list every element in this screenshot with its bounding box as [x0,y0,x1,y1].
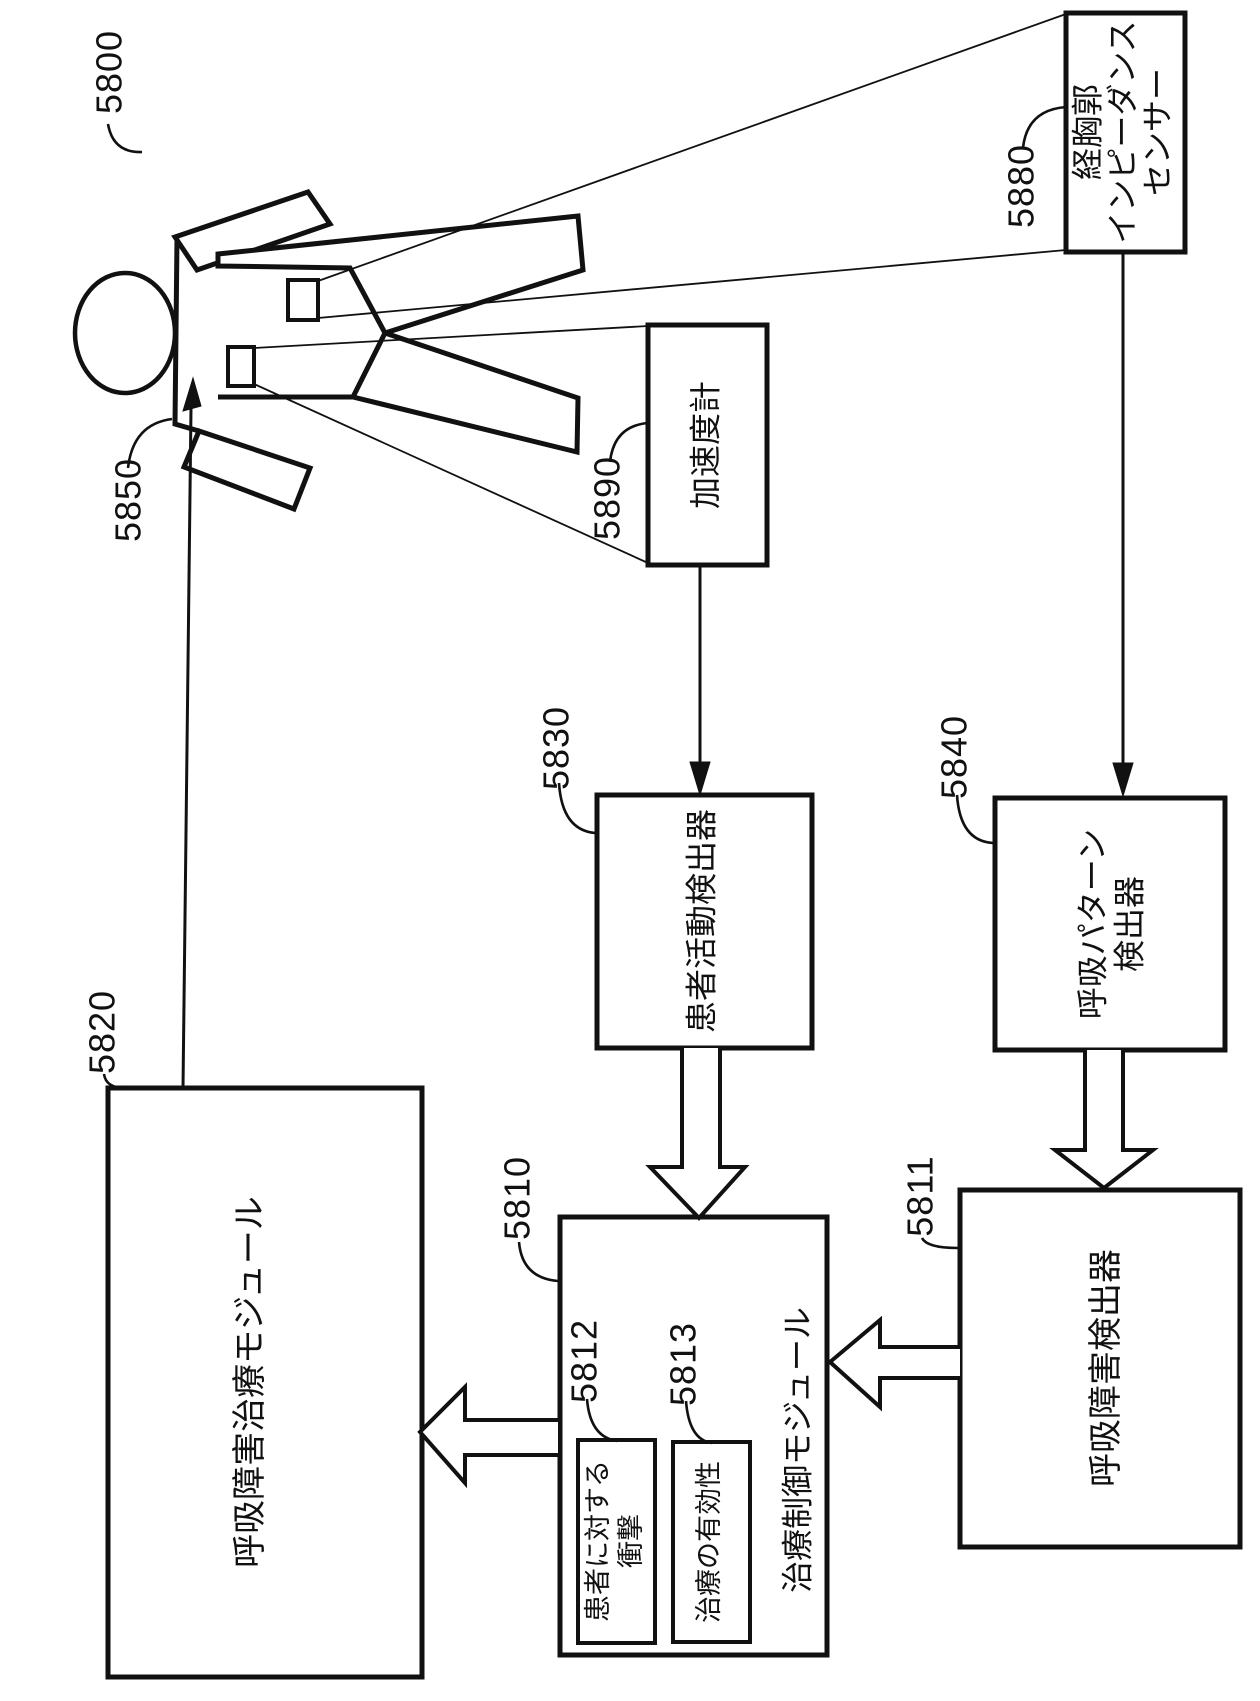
chest-patch-lower [226,345,256,388]
label-impedance-line1: 経胸郭 [1069,84,1105,180]
patient-arm-upper [171,189,334,273]
box-therapy-effectiveness [671,1440,752,1644]
leader-5820 [102,1073,129,1090]
leader-5811 [920,1237,959,1250]
label-accelerometer: 加速度計 [687,381,723,509]
hollow-arrow-detector-to-control [826,1315,960,1412]
label-impact-on-patient-line1: 患者に対する [583,1460,613,1622]
box-impact-on-patient [576,1438,657,1645]
callout-line-accel-top [253,325,649,349]
leader-5812 [585,1398,618,1443]
leader-5850 [126,417,173,469]
reference-leaders [102,105,1067,1445]
label-impedance-line3: センサー [1139,68,1175,196]
leader-5880 [1021,105,1067,149]
patient-leg-extended [349,329,581,456]
thin-arrows [181,252,1134,1089]
ref-5811: 5811 [900,1155,941,1236]
patient-figure [72,189,586,513]
arrowhead-therapy-to-patient [182,376,202,412]
arrowhead-impedance-to-pattern [1112,762,1134,798]
chest-patch-upper [286,278,320,322]
label-therapy-control-module: 治療制御モジュール [779,1307,815,1593]
leader-5840 [955,794,994,845]
ref-5800: 5800 [89,30,130,114]
hollow-arrow-pattern-to-disorder-detector [1049,1050,1159,1191]
callout-line-impedance-top [317,13,1067,282]
box-breathing-disorder-detector [957,1187,1243,1550]
ref-5813: 5813 [663,1322,704,1406]
box-impedance-sensor [1063,10,1188,255]
label-impact-on-patient-line2: 衝撃 [616,1514,646,1568]
leader-5810 [517,1241,559,1283]
leader-5830 [557,782,596,835]
box-accelerometer [645,322,770,568]
ref-5880: 5880 [1001,144,1042,228]
leader-5800 [106,123,143,154]
box-breathing-pattern-detector [992,795,1228,1053]
hollow-arrows [417,1048,1159,1489]
ref-5850: 5850 [108,458,149,542]
label-breathing-disorder-detector: 呼吸障害検出器 [1087,1249,1125,1487]
arrow-therapy-to-patient [181,407,193,1089]
ref-5812: 5812 [564,1319,605,1403]
leader-5890 [608,421,649,463]
box-breathing-disorder-therapy-module [105,1085,425,1680]
ref-5810: 5810 [497,1156,538,1240]
callout-lines [253,13,1067,564]
callout-line-accel-bottom [253,383,649,564]
callout-line-impedance-bottom [317,249,1067,319]
patient-leg-lower [180,427,314,513]
label-therapy-effectiveness: 治療の有効性 [694,1461,724,1623]
leader-5813 [684,1400,713,1445]
label-breathing-pattern-line1: 呼吸パターン [1074,829,1110,1019]
arrowhead-accel-to-activity [689,761,711,797]
ref-5820: 5820 [82,990,123,1074]
label-breathing-disorder-therapy-module: 呼吸障害治療モジュール [231,1196,269,1568]
ref-5890: 5890 [587,456,628,540]
patient-head [72,270,178,396]
hollow-arrow-control-to-therapy [417,1382,558,1489]
label-breathing-pattern-line2: 検出器 [1111,876,1147,972]
ref-5830: 5830 [536,706,577,790]
label-patient-activity-detector: 患者活動検出器 [683,809,719,1033]
label-impedance-line2: インピーダンス [1104,20,1140,243]
ref-5840: 5840 [934,715,975,799]
hollow-arrow-activity-to-control [645,1048,750,1221]
